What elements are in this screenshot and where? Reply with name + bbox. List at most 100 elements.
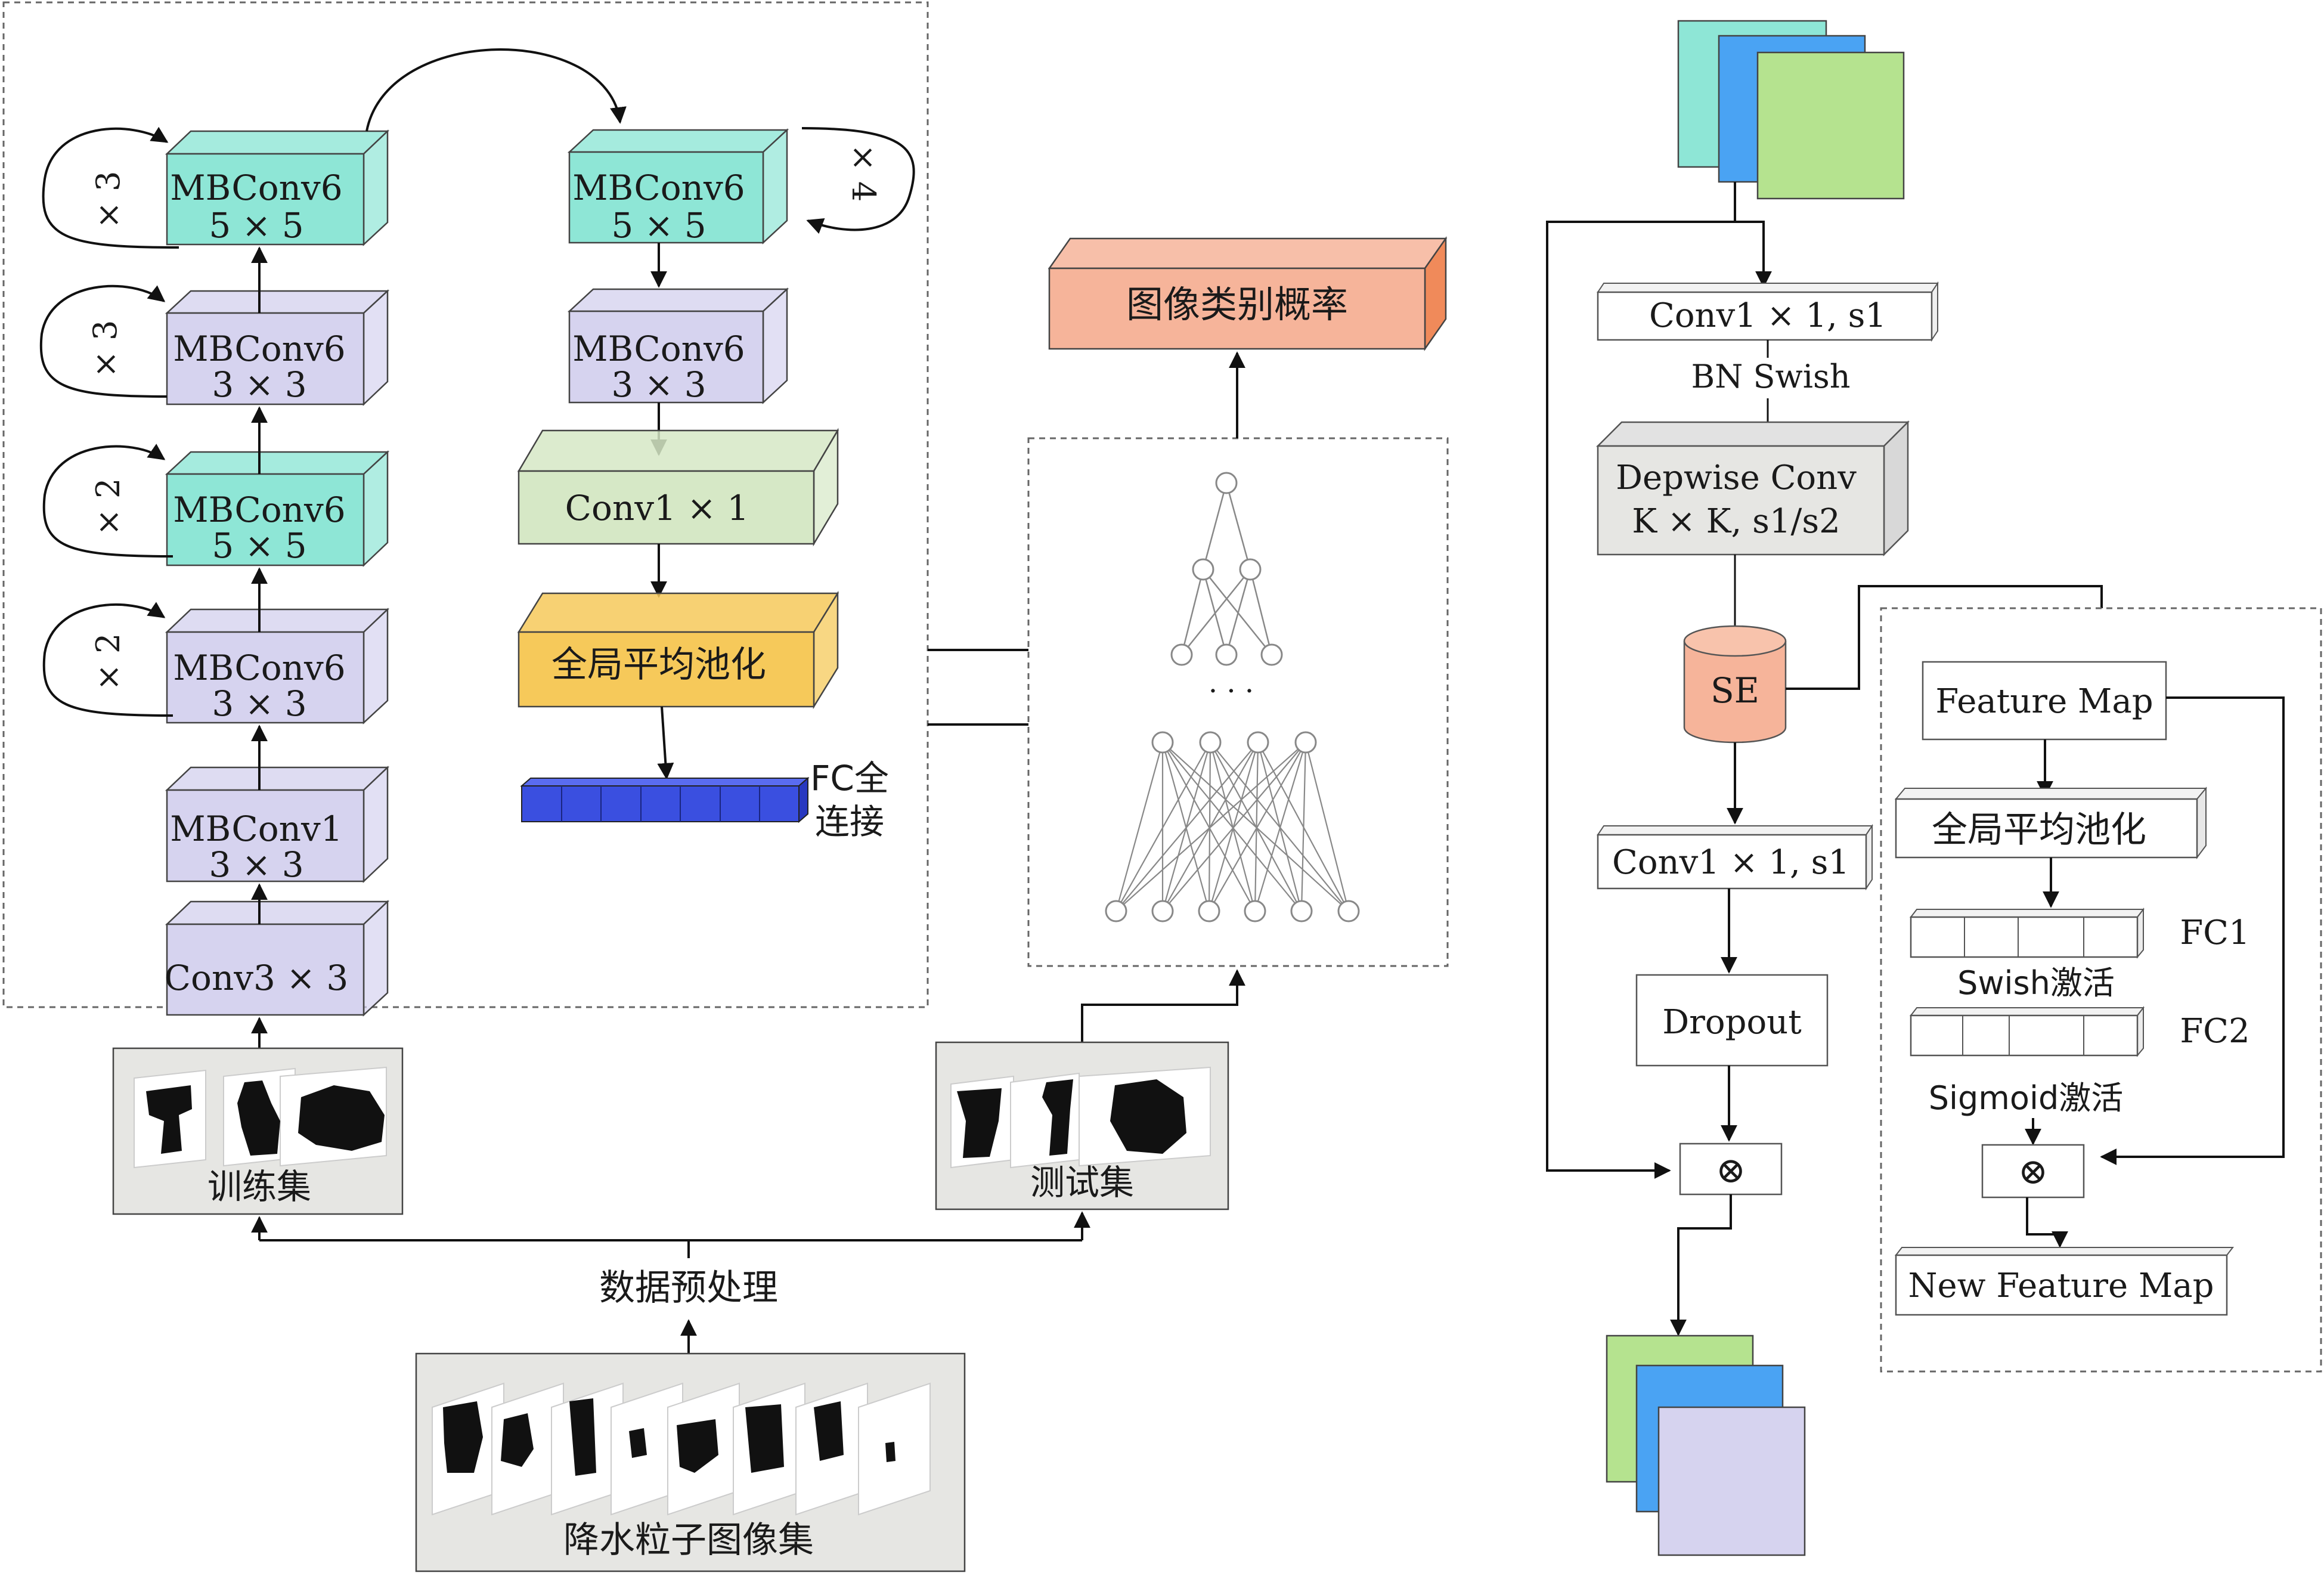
fc-label-line1: FC全	[810, 758, 889, 798]
left-block-5-line1: Conv3 × 3	[165, 958, 349, 998]
se-swish-label: Swish激活	[1957, 964, 2115, 1002]
left-block-1-line1: MBConv6	[173, 329, 345, 369]
left-block-0: MBConv6 5 × 5	[165, 129, 390, 246]
detail-dropout	[1635, 974, 1829, 1067]
mid-block-b-line1: MBConv6	[572, 329, 745, 369]
repeat-label-mid: × 4	[845, 144, 882, 202]
fc-bar	[520, 776, 810, 823]
se-multiply: ⊗	[2018, 1151, 2048, 1193]
train-set: 训练集	[112, 1047, 404, 1215]
nn-edge	[1162, 742, 1256, 912]
mid-block-a-line1: MBConv6	[572, 168, 745, 208]
nn-edge	[1209, 742, 1256, 912]
detail-conv1: Conv1 × 1, s1	[1597, 281, 1939, 342]
detail-depwise-line1: Depwise Conv	[1616, 459, 1857, 497]
repeat-loop-mid	[801, 127, 915, 234]
output-box-label: 图像类别概率	[1126, 283, 1348, 326]
detail-depwise: Depwise Conv K × K, s1/s2	[1595, 420, 1910, 557]
repeat-label-0: × 3	[89, 171, 127, 229]
particle-tile	[491, 1382, 564, 1516]
source-set-label: 降水粒子图像集	[563, 1519, 814, 1561]
left-block-2-line1: MBConv6	[173, 490, 345, 530]
detail-bn-swish: BN Swish	[1691, 358, 1850, 395]
nn-node	[1151, 731, 1174, 754]
se-skip-line	[2100, 696, 2285, 1165]
left-block-3-line2: 3 × 3	[212, 683, 306, 724]
detail-depwise-line2: K × K, s1/s2	[1632, 502, 1840, 541]
detail-conv1-label: Conv1 × 1, s1	[1649, 296, 1886, 335]
particle-tile	[795, 1382, 868, 1516]
se-new-feature-map-label: New Feature Map	[1908, 1267, 2214, 1305]
nn-node	[1294, 731, 1317, 754]
residual-line	[1546, 221, 1735, 1179]
mid-conv1x1-label: Conv1 × 1	[565, 488, 749, 528]
left-block-1: MBConv6 3 × 3	[165, 289, 390, 406]
arrow-gap-to-fc	[657, 706, 674, 780]
mid-block-a-line2: 5 × 5	[611, 205, 706, 246]
nn-node	[1290, 900, 1313, 922]
arc-left-to-middle	[365, 48, 627, 132]
mid-gap: 全局平均池化	[517, 590, 839, 710]
detail-conv2: Conv1 × 1, s1	[1597, 823, 1873, 891]
repeat-label-1: × 3	[86, 320, 124, 378]
left-block-2: MBConv6 5 × 5	[165, 450, 390, 567]
se-fc1-bar	[1909, 908, 2145, 959]
left-block-4-line1: MBConv1	[170, 809, 342, 849]
se-sigmoid-label: Sigmoid激活	[1929, 1079, 2123, 1117]
left-block-3-line1: MBConv6	[173, 648, 345, 688]
se-fc2-bar	[1909, 1006, 2145, 1057]
nn-node	[1198, 900, 1220, 922]
se-new-feature-map: New Feature Map	[1894, 1247, 2235, 1316]
nn-edge	[1254, 742, 1259, 912]
fc-label-line2: 连接	[815, 801, 884, 842]
repeat-loop-0	[42, 126, 179, 249]
nn-node	[1105, 900, 1127, 922]
particle-tile	[551, 1382, 624, 1516]
left-block-4-line2: 3 × 3	[209, 844, 303, 885]
se-multiply-box	[1981, 1144, 2085, 1199]
repeat-loop-2	[42, 444, 173, 558]
particle-tile	[432, 1382, 504, 1516]
mid-block-b-line2: 3 × 3	[611, 364, 706, 405]
detail-conv2-label: Conv1 × 1, s1	[1612, 843, 1849, 882]
arrow-input-to-conv1	[1734, 182, 1772, 288]
nn-bottom-network	[1105, 731, 1360, 922]
nn-top-tree	[1180, 482, 1273, 655]
nn-top-nodes	[1170, 472, 1283, 666]
se-gap: 全局平均池化	[1894, 787, 2208, 859]
nn-edge	[1304, 742, 1350, 912]
backbone-panel	[2, 1, 929, 1008]
particle-tile	[667, 1382, 740, 1516]
nn-edge	[1209, 742, 1306, 912]
detail-multiply: ⊗	[1716, 1150, 1746, 1191]
repeat-loop-3	[42, 602, 173, 717]
detail-dropout-label: Dropout	[1662, 1003, 1802, 1042]
test-set: 测试集	[935, 1041, 1229, 1210]
left-block-2-line2: 5 × 5	[212, 525, 306, 566]
se-detail-panel	[1880, 607, 2322, 1373]
nn-edge	[1115, 742, 1164, 912]
left-block-1-line2: 3 × 3	[212, 364, 306, 405]
left-block-3: MBConv6 3 × 3	[165, 608, 390, 724]
nn-ellipsis: · · ·	[1209, 674, 1254, 708]
nn-node	[1244, 900, 1266, 922]
nn-edge	[1162, 742, 1306, 912]
nn-edge	[1115, 742, 1211, 912]
input-feature-stack	[1677, 20, 1905, 200]
se-to-detail-line	[1786, 585, 2103, 690]
mid-block-a: MBConv6 5 × 5	[567, 128, 789, 246]
output-feature-stack	[1606, 1335, 1806, 1556]
se-fc1-label: FC1	[2180, 914, 2249, 952]
nn-edge	[1115, 742, 1306, 912]
mid-conv1x1: Conv1 × 1	[517, 428, 839, 547]
nn-node	[1247, 731, 1269, 754]
particle-tile	[858, 1382, 931, 1516]
repeat-label-3: × 2	[89, 633, 127, 691]
left-block-5: Conv3 × 3	[165, 900, 390, 1017]
nn-edge	[1115, 742, 1259, 912]
arrow-mult-to-newfm	[2026, 1197, 2068, 1248]
source-set: 降水粒子图像集	[415, 1352, 966, 1572]
left-block-0-line1: MBConv6	[170, 168, 342, 208]
nn-node	[1199, 731, 1222, 754]
